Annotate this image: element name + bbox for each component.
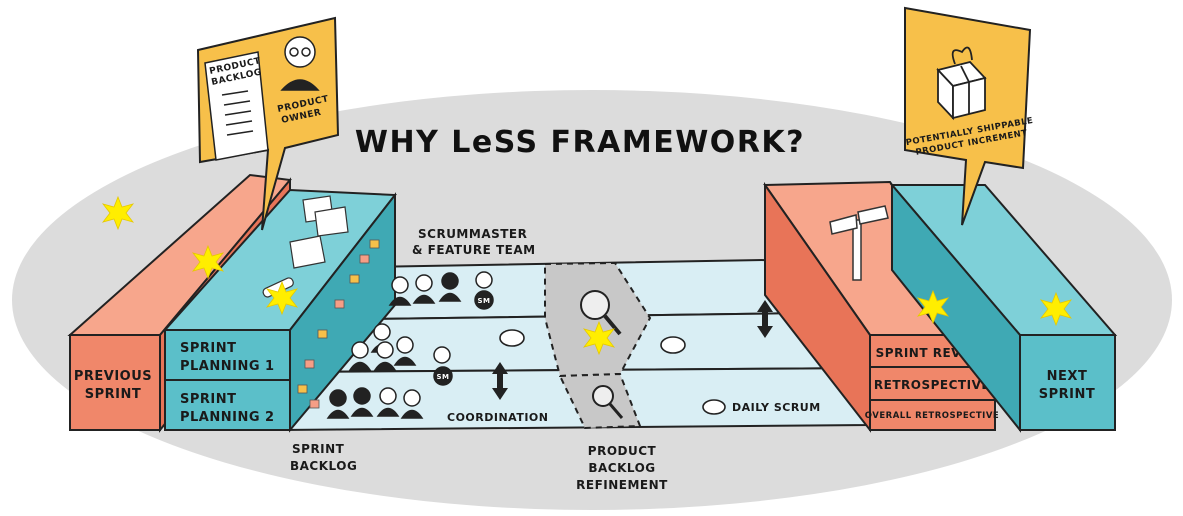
star-icon xyxy=(916,289,950,325)
feature-team-2 xyxy=(348,323,453,386)
sm-badge-2: SM xyxy=(436,373,449,381)
planning1-label-1: SPRINT xyxy=(180,341,237,356)
coordination-arrow-icon-2 xyxy=(757,300,773,338)
person-icon xyxy=(412,274,436,304)
planning-papers xyxy=(262,195,349,298)
star-icon xyxy=(191,244,225,280)
team-label-2: & FEATURE TEAM xyxy=(412,243,536,257)
star-icon xyxy=(1039,291,1073,327)
retrospective-label: RETROSPECTIVE xyxy=(874,378,990,392)
person-icon xyxy=(350,387,374,417)
feature-team-3 xyxy=(326,387,424,419)
planning2-label-1: SPRINT xyxy=(180,392,237,407)
product-owner-avatar xyxy=(280,36,320,91)
next-sprint-label-1: NEXT xyxy=(1047,369,1088,384)
previous-sprint-label-1: PREVIOUS xyxy=(74,369,152,384)
product-owner-sign xyxy=(196,16,340,231)
team-label-1: SCRUMMASTER xyxy=(418,227,527,241)
backlog-list-lines xyxy=(221,90,254,136)
star-icon xyxy=(101,195,135,231)
person-icon xyxy=(376,387,400,417)
person-icon xyxy=(400,389,424,419)
speech-bubble-icon xyxy=(499,329,726,415)
daily-scrum-label: DAILY SCRUM xyxy=(732,401,821,414)
next-sprint-block xyxy=(889,182,1118,433)
increment-sign xyxy=(904,6,1032,226)
pbr-label-3: REFINEMENT xyxy=(576,478,668,492)
star-icons xyxy=(101,195,1073,356)
person-icon xyxy=(388,276,412,306)
planning1-label-2: PLANNING 1 xyxy=(180,359,275,374)
overall-retro-label: OVERALL RETROSPECTIVE xyxy=(865,411,999,421)
star-icon xyxy=(265,280,299,316)
person-icon xyxy=(373,341,397,371)
person-icon xyxy=(326,389,350,419)
pbr-label-1: PRODUCT xyxy=(588,444,657,458)
signpost-icon xyxy=(829,205,889,281)
scrum-master-icon xyxy=(474,271,494,310)
planning2-label-2: PLANNING 2 xyxy=(180,410,275,425)
sprint-backlog-label-2: BACKLOG xyxy=(290,459,357,473)
person-icon xyxy=(438,272,462,302)
coordination-label: COORDINATION xyxy=(447,411,549,424)
person-icon xyxy=(348,341,372,371)
star-icon xyxy=(582,320,616,356)
coordination-arrow-icon xyxy=(492,362,508,400)
pbr-label-2: BACKLOG xyxy=(588,461,655,475)
magnifier-icon-2 xyxy=(592,385,624,419)
gift-icon xyxy=(936,46,987,121)
feature-team-1 xyxy=(388,271,494,310)
next-sprint-label-2: SPRINT xyxy=(1039,387,1096,402)
sticky-notes xyxy=(297,239,380,409)
scrum-master-icon xyxy=(433,346,453,386)
sm-badge-1: SM xyxy=(477,297,490,305)
diagram-title: WHY LeSS FRAMEWORK? xyxy=(355,125,805,160)
previous-sprint-label-2: SPRINT xyxy=(85,387,142,402)
sprint-backlog-label-1: SPRINT xyxy=(292,442,345,456)
magnifier-icon xyxy=(580,290,622,336)
person-icon xyxy=(393,336,417,366)
